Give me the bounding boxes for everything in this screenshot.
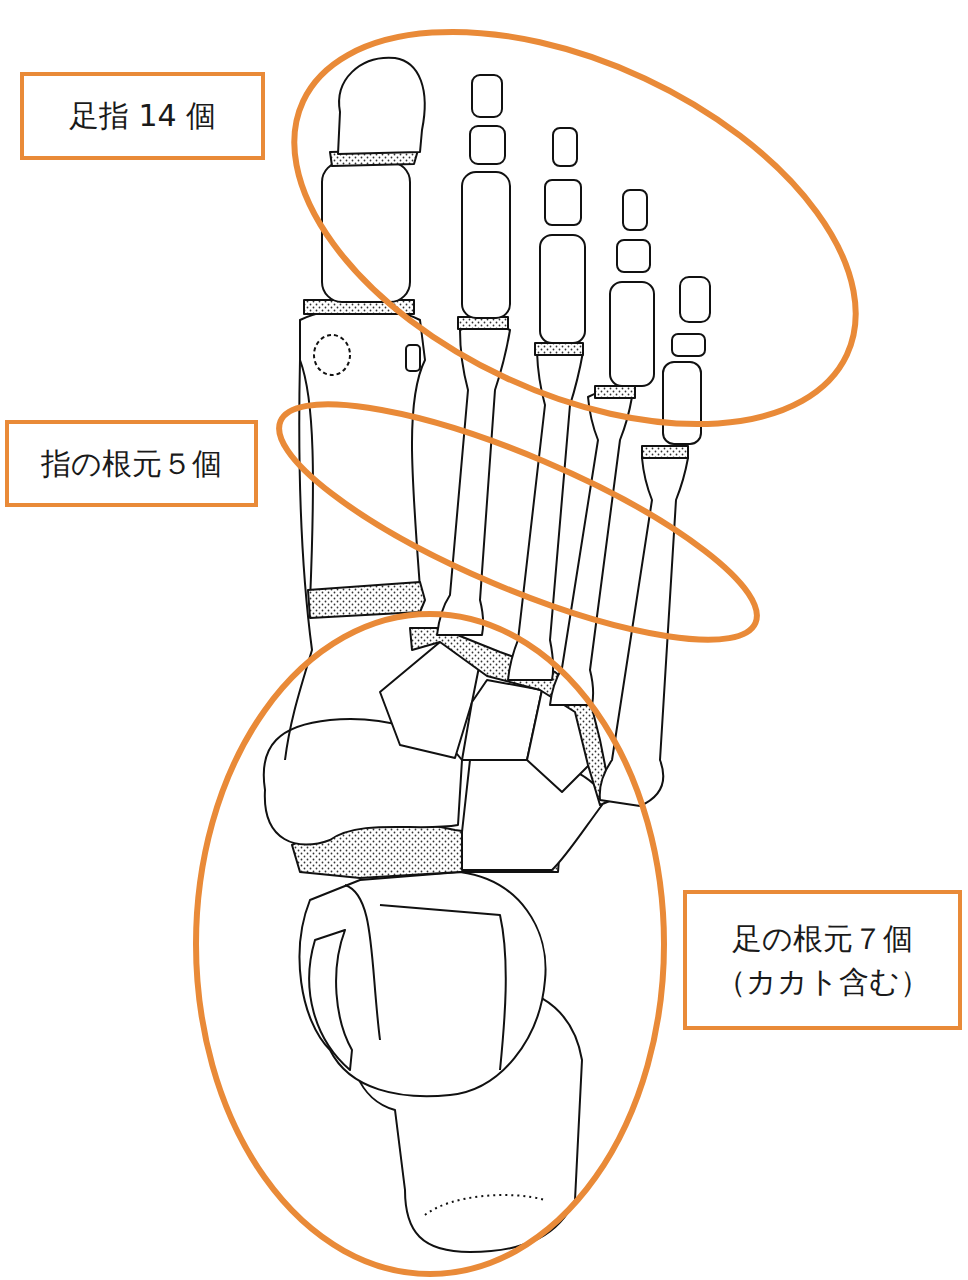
metatarsal-4 [550, 391, 632, 705]
label-text: 指の根元５個 [41, 442, 222, 486]
talus-trochlea [345, 885, 506, 1070]
group-ellipse [233, 0, 916, 504]
phalanx [553, 128, 577, 166]
phalanx [545, 180, 581, 225]
label-box: 足指 14 個 [20, 72, 265, 160]
phalanx [338, 58, 425, 154]
phalanx [472, 75, 502, 117]
phalanx [462, 172, 510, 318]
phalanx [610, 282, 654, 386]
metatarsal-1 [300, 309, 425, 602]
label-text: （カカト含む） [716, 960, 930, 1004]
phalanx [470, 126, 505, 164]
label-box: 指の根元５個 [5, 420, 258, 507]
cartilage [642, 446, 688, 458]
cartilage [535, 343, 583, 355]
heel-dotted-line [425, 1195, 545, 1215]
sesamoid [406, 345, 420, 371]
phalanx [672, 334, 705, 356]
label-box: 足の根元７個（カカト含む） [683, 890, 962, 1030]
sesamoid [314, 335, 350, 375]
phalanx [617, 240, 650, 272]
phalanx [623, 190, 647, 230]
metatarsal-1-medial-line [285, 360, 312, 760]
fibula-tip [309, 930, 352, 1070]
phalanx [680, 277, 710, 322]
label-text: 足の根元７個 [732, 917, 913, 961]
phalanx [540, 235, 585, 343]
label-text: 足指 14 個 [69, 94, 216, 138]
cartilage [595, 386, 635, 398]
phalanx [663, 362, 701, 444]
group-ellipse [196, 614, 664, 1274]
talus [300, 872, 546, 1096]
